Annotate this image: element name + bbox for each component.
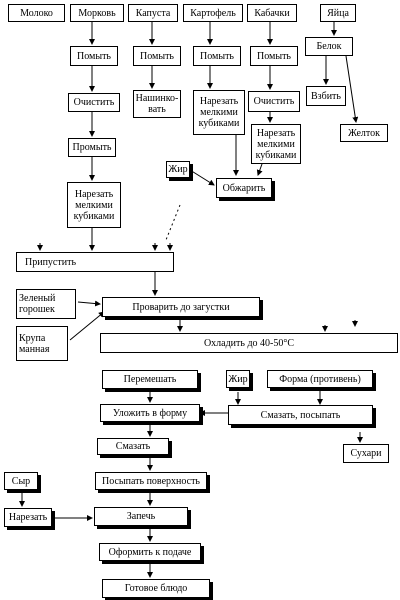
zucchini-peel-node: Очистить (248, 91, 300, 112)
peas-node: Зеленый горошек (16, 289, 76, 319)
cabbage-node: Капуста (128, 4, 178, 22)
grease-node: Смазать (97, 438, 169, 455)
grease-sprinkle-node: Смазать, посыпать (228, 405, 373, 425)
fat-bottom-node: Жир (226, 370, 250, 388)
egg-yolk-node: Желток (340, 124, 388, 142)
eggs-node: Яйца (320, 4, 356, 22)
zucchini-node: Кабачки (247, 4, 297, 22)
carrot-peel-node: Очистить (68, 93, 120, 112)
cool-node: Охладить до 40-50°С (100, 333, 398, 353)
potato-wash-node: Помыть (193, 46, 241, 66)
milk-node: Молоко (8, 4, 65, 22)
egg-white-node: Белок (305, 37, 353, 56)
carrot-wash-node: Помыть (70, 46, 118, 66)
cheese-node: Сыр (4, 472, 38, 490)
bake-node: Запечь (94, 507, 188, 526)
serve-node: Оформить к подаче (99, 543, 201, 561)
potato-dice-node: Нарезать мелкими кубиками (193, 90, 245, 135)
carrot-rinse-node: Промыть (68, 138, 116, 157)
saute-node: Припустить (16, 252, 174, 272)
zucchini-wash-node: Помыть (250, 46, 298, 66)
carrot-dice-node: Нарезать мелкими кубиками (67, 182, 121, 228)
cook-until-thick-node: Проварить до загустки (102, 297, 260, 317)
place-in-form-node: Уложить в форму (100, 404, 200, 422)
sprinkle-surface-node: Посыпать поверхность (95, 472, 207, 490)
cabbage-wash-node: Помыть (133, 46, 181, 66)
mix-node: Перемешать (102, 370, 198, 389)
egg-whip-node: Взбить (306, 86, 346, 106)
carrot-node: Морковь (70, 4, 124, 22)
finished-dish-node: Готовое блюдо (102, 579, 210, 598)
baking-form-node: Форма (противень) (267, 370, 373, 388)
breadcrumbs-node: Сухари (343, 444, 389, 463)
semolina-node: Крупа манная (16, 326, 68, 361)
cheese-cut-node: Нарезать (4, 508, 52, 527)
fat-top-node: Жир (166, 161, 190, 178)
fry-node: Обжарить (216, 178, 272, 198)
zucchini-dice-node: Нарезать мелкими кубиками (251, 124, 301, 164)
potato-node: Картофель (183, 4, 243, 22)
cabbage-shred-node: Нашинко- вать (133, 90, 181, 118)
